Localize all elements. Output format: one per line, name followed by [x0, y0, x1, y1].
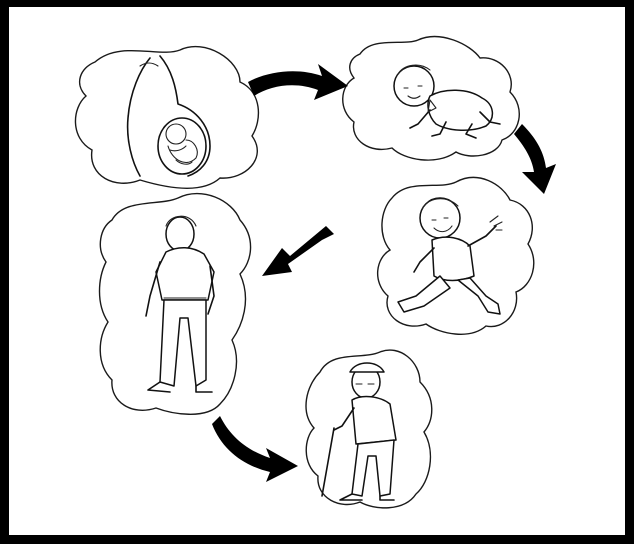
arrow-adult-to-elderly	[212, 416, 298, 482]
arrow-pregnancy-to-baby	[248, 64, 348, 100]
arrow-baby-to-child	[514, 124, 556, 194]
arrow-child-to-adult	[262, 226, 334, 276]
stage-elderly	[306, 350, 432, 508]
stage-pregnancy	[75, 47, 258, 189]
stage-adult	[100, 194, 251, 415]
stage-baby	[343, 37, 520, 160]
stage-child	[378, 177, 534, 334]
